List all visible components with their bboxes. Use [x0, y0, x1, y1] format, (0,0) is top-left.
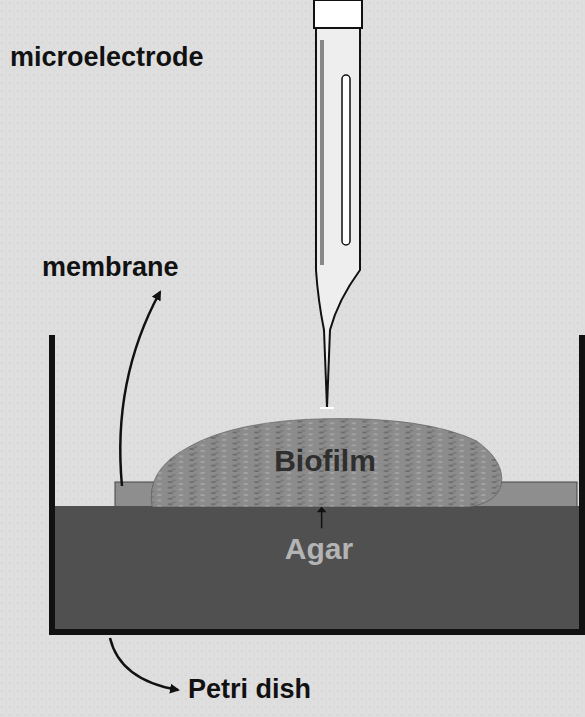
- agar-layer: [55, 506, 583, 630]
- membrane-leader: [120, 292, 160, 486]
- node-label: Biofilm: [274, 444, 376, 478]
- microelectrode-symbol: [314, 0, 362, 408]
- part-label: Petri dish: [188, 674, 311, 705]
- node-label: Agar: [285, 532, 353, 566]
- part-label: membrane: [42, 252, 179, 283]
- part-label: microelectrode: [10, 42, 204, 73]
- petri-dish-leader: [110, 638, 178, 690]
- agar-region: Agar: [55, 506, 583, 630]
- agar-arrow: [55, 506, 583, 630]
- biofilm-blob: Biofilm: [145, 415, 505, 507]
- petri-dish-wall: [52, 335, 582, 632]
